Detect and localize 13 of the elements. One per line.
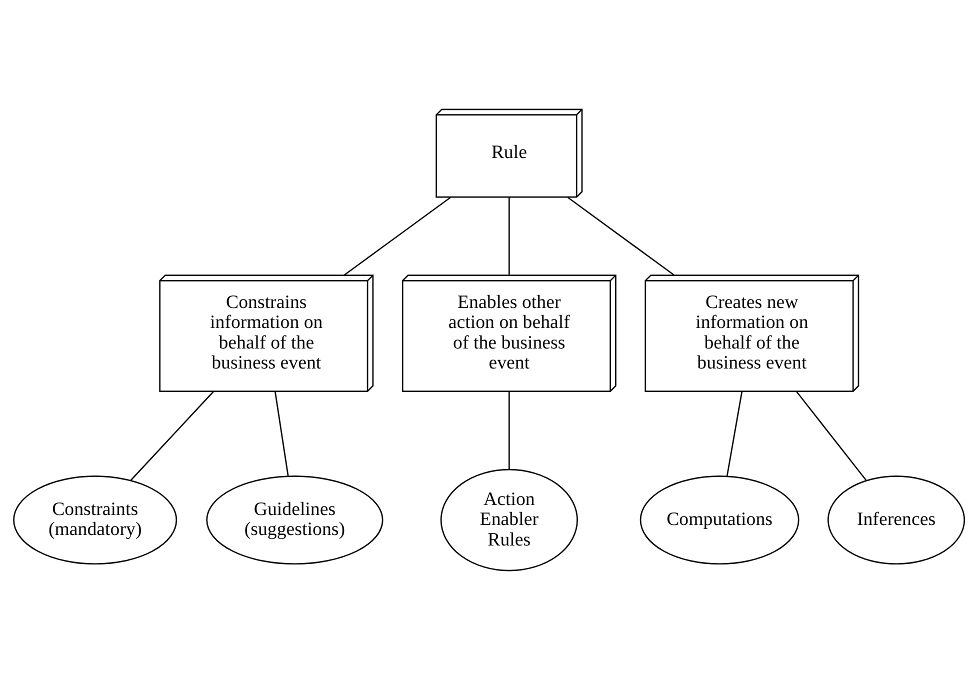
connector [344,196,451,276]
connector [568,196,674,276]
node-ellipse: Constraints (mandatory) [13,475,178,564]
node-ellipse: Computations [640,475,800,564]
connector [274,390,289,476]
connector [508,197,510,274]
connector [130,390,214,480]
node-ellipse: Action Enabler Rules [440,468,578,571]
node-ellipse: Guidelines (suggestions) [206,475,384,564]
connector [726,390,743,476]
connector [796,390,867,480]
node-ellipse: Inferences [827,475,966,564]
connector [508,390,510,469]
